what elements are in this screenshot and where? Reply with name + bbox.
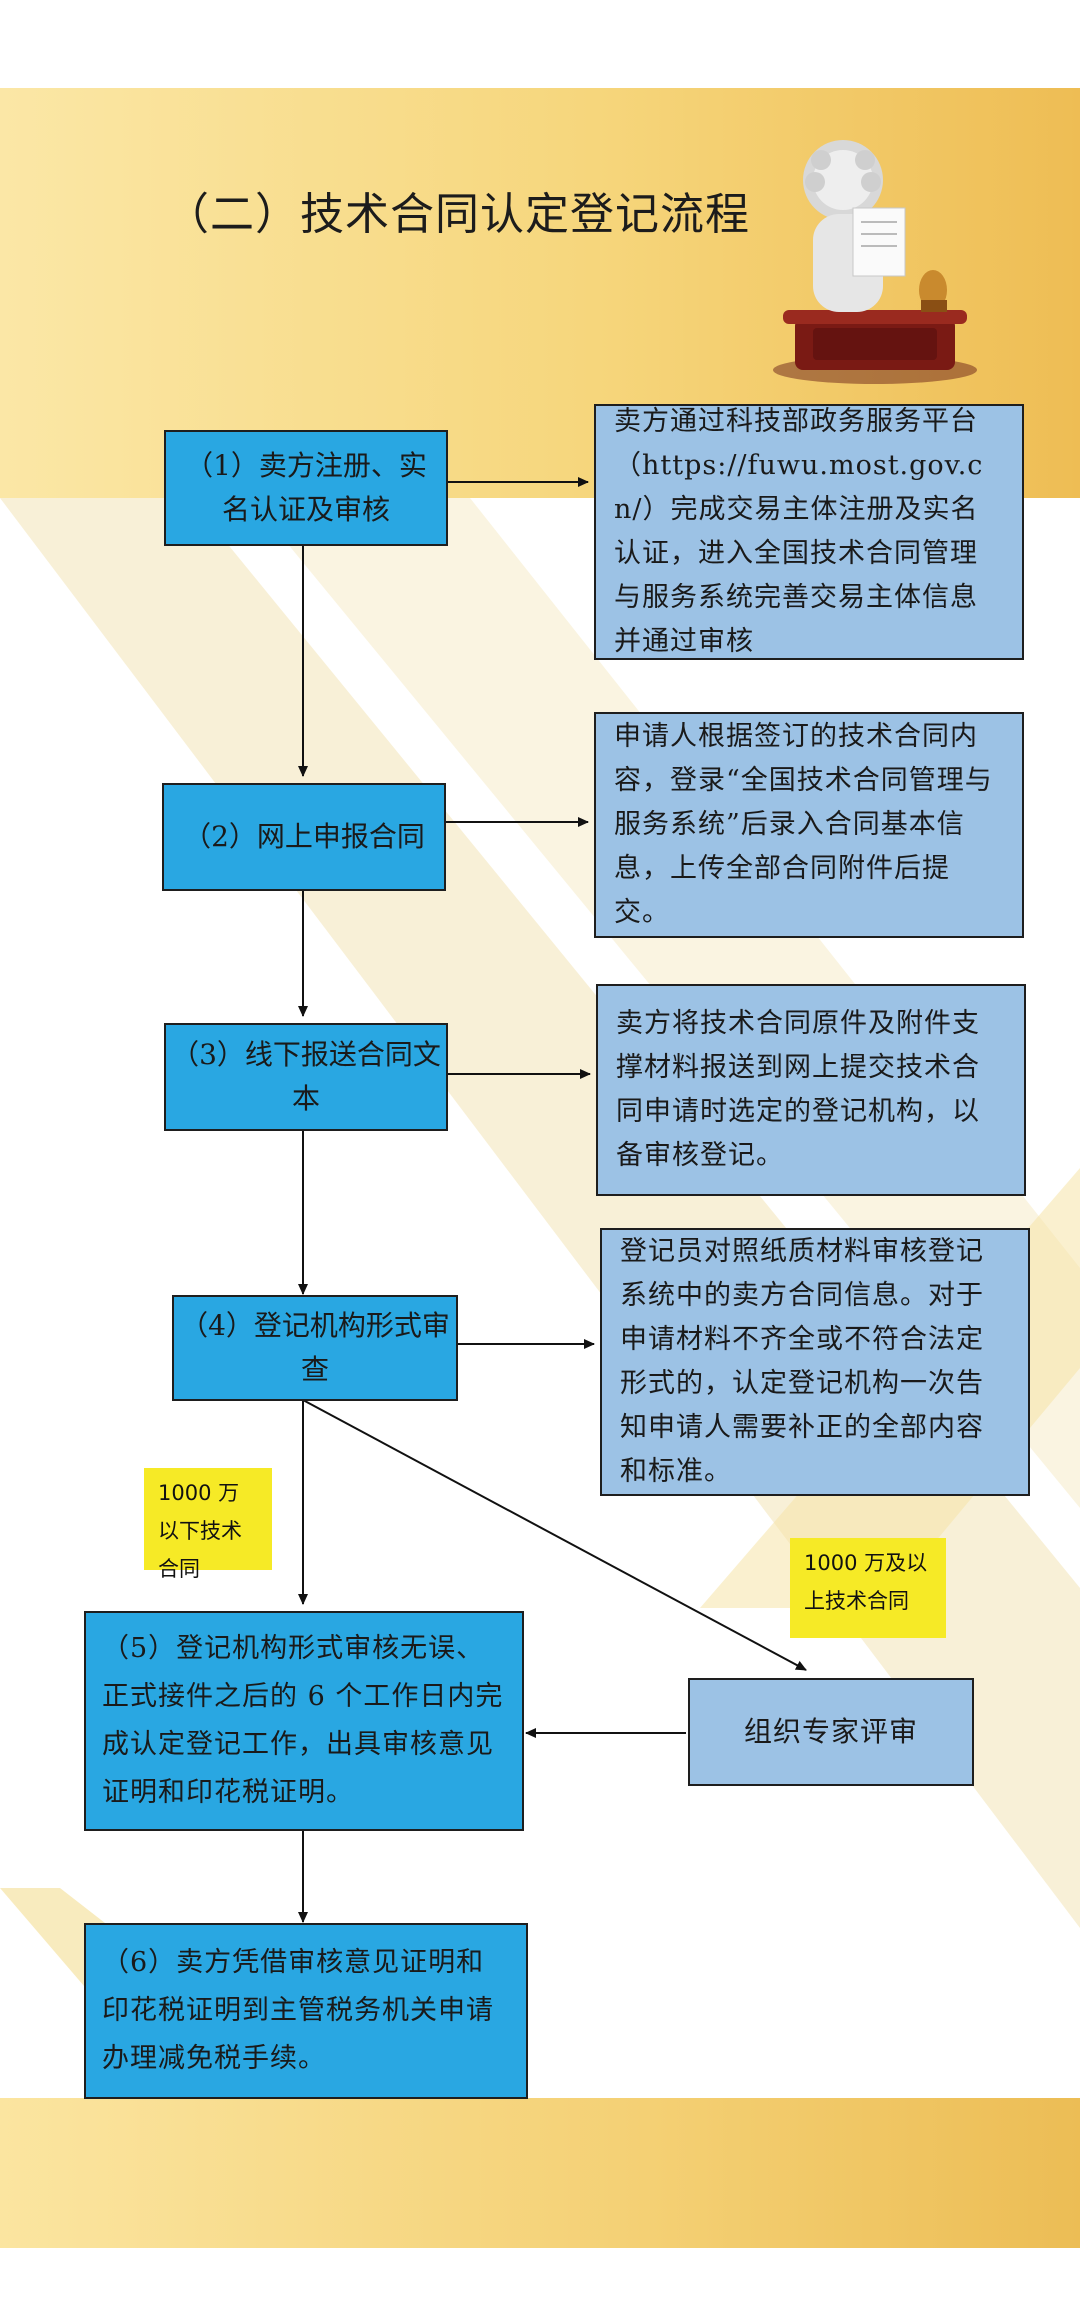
step-5-label: （5）登记机构形式审核无误、正式接件之后的 6 个工作日内完成认定登记工作，出具… — [102, 1633, 504, 1808]
step-3-label: （3）线下报送合同文本 — [171, 1038, 441, 1115]
desc-2-text: 申请人根据签订的技术合同内容，登录“全国技术合同管理与服务系统”后录入合同基本信… — [614, 721, 993, 928]
desc-3-text: 卖方将技术合同原件及附件支撑材料报送到网上提交技术合同申请时选定的登记机构，以备… — [616, 1008, 980, 1171]
arrow-step4-to-expert — [302, 1399, 807, 1671]
page-title: （二）技术合同认定登记流程 — [165, 189, 750, 240]
note-10m-and-above: 1000 万及以上技术合同 — [790, 1538, 946, 1638]
desc-2-box: 申请人根据签订的技术合同内容，登录“全国技术合同管理与服务系统”后录入合同基本信… — [594, 712, 1024, 938]
step-5-box: （5）登记机构形式审核无误、正式接件之后的 6 个工作日内完成认定登记工作，出具… — [84, 1611, 524, 1831]
bottom-gold-band — [0, 2098, 1080, 2248]
desc-4-text: 登记员对照纸质材料审核登记系统中的卖方合同信息。对于申请材料不齐全或不符合法定形… — [620, 1236, 984, 1487]
step-1-box: （1）卖方注册、实名认证及审核 — [164, 430, 448, 546]
desc-3-box: 卖方将技术合同原件及附件支撑材料报送到网上提交技术合同申请时选定的登记机构，以备… — [596, 984, 1026, 1196]
expert-review-box: 组织专家评审 — [688, 1678, 974, 1786]
step-4-label: （4）登记机构形式审查 — [180, 1309, 450, 1386]
judge-figure-icon — [773, 140, 977, 384]
desc-4-box: 登记员对照纸质材料审核登记系统中的卖方合同信息。对于申请材料不齐全或不符合法定形… — [600, 1228, 1030, 1496]
poster: （二）技术合同认定登记流程 — [0, 88, 1080, 2248]
step-3-box: （3）线下报送合同文本 — [164, 1023, 448, 1131]
step-2-label: （2）网上申报合同 — [183, 820, 425, 853]
step-6-box: （6）卖方凭借审核意见证明和印花税证明到主管税务机关申请办理减免税手续。 — [84, 1923, 528, 2099]
flow-connectors — [298, 477, 807, 1923]
expert-review-label: 组织专家评审 — [743, 1715, 918, 1748]
step-2-box: （2）网上申报合同 — [162, 783, 446, 891]
note-below-10m: 1000 万以下技术合同 — [144, 1468, 272, 1581]
step-4-box: （4）登记机构形式审查 — [172, 1295, 458, 1401]
step-6-label: （6）卖方凭借审核意见证明和印花税证明到主管税务机关申请办理减免税手续。 — [102, 1947, 494, 2074]
desc-1-text: 卖方通过科技部政务服务平台（https://fuwu.most.gov.cn/）… — [614, 406, 984, 657]
desc-1-box: 卖方通过科技部政务服务平台（https://fuwu.most.gov.cn/）… — [594, 404, 1024, 660]
step-1-label: （1）卖方注册、实名认证及审核 — [185, 449, 427, 526]
